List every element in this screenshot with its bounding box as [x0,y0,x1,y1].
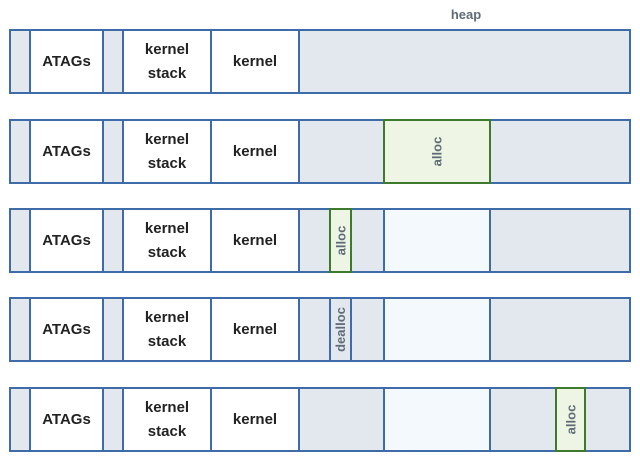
atags-region: ATAGs [29,387,104,452]
atags-region: ATAGs [29,29,104,94]
allocated-region [383,387,491,452]
gap-region [102,208,124,273]
reserved-region [9,387,31,452]
reserved-region [9,208,31,273]
alloc-block: alloc [383,119,491,184]
kernel-region: kernel [210,387,300,452]
alloc-label: alloc [333,225,348,256]
gap-region [102,387,124,452]
dealloc-block: dealloc [329,297,352,362]
atags-region: ATAGs [29,297,104,362]
gap-region [102,119,124,184]
heap-region [298,29,631,94]
kernel-region: kernel [210,208,300,273]
reserved-region [9,119,31,184]
kernel-region: kernel [210,119,300,184]
alloc-label: alloc [429,136,445,167]
gap-region [102,297,124,362]
allocated-region [383,208,491,273]
alloc-block: alloc [555,387,586,452]
dealloc-label: dealloc [333,307,349,352]
kernel-region: kernel [210,29,300,94]
heap-label: heap [450,7,482,22]
atags-region: ATAGs [29,119,104,184]
gap-region [102,29,124,94]
kernel-region: kernel [210,297,300,362]
atags-region: ATAGs [29,208,104,273]
allocated-region [383,297,491,362]
reserved-region [9,29,31,94]
alloc-label: alloc [563,404,578,435]
reserved-region [9,297,31,362]
alloc-block: alloc [329,208,352,273]
